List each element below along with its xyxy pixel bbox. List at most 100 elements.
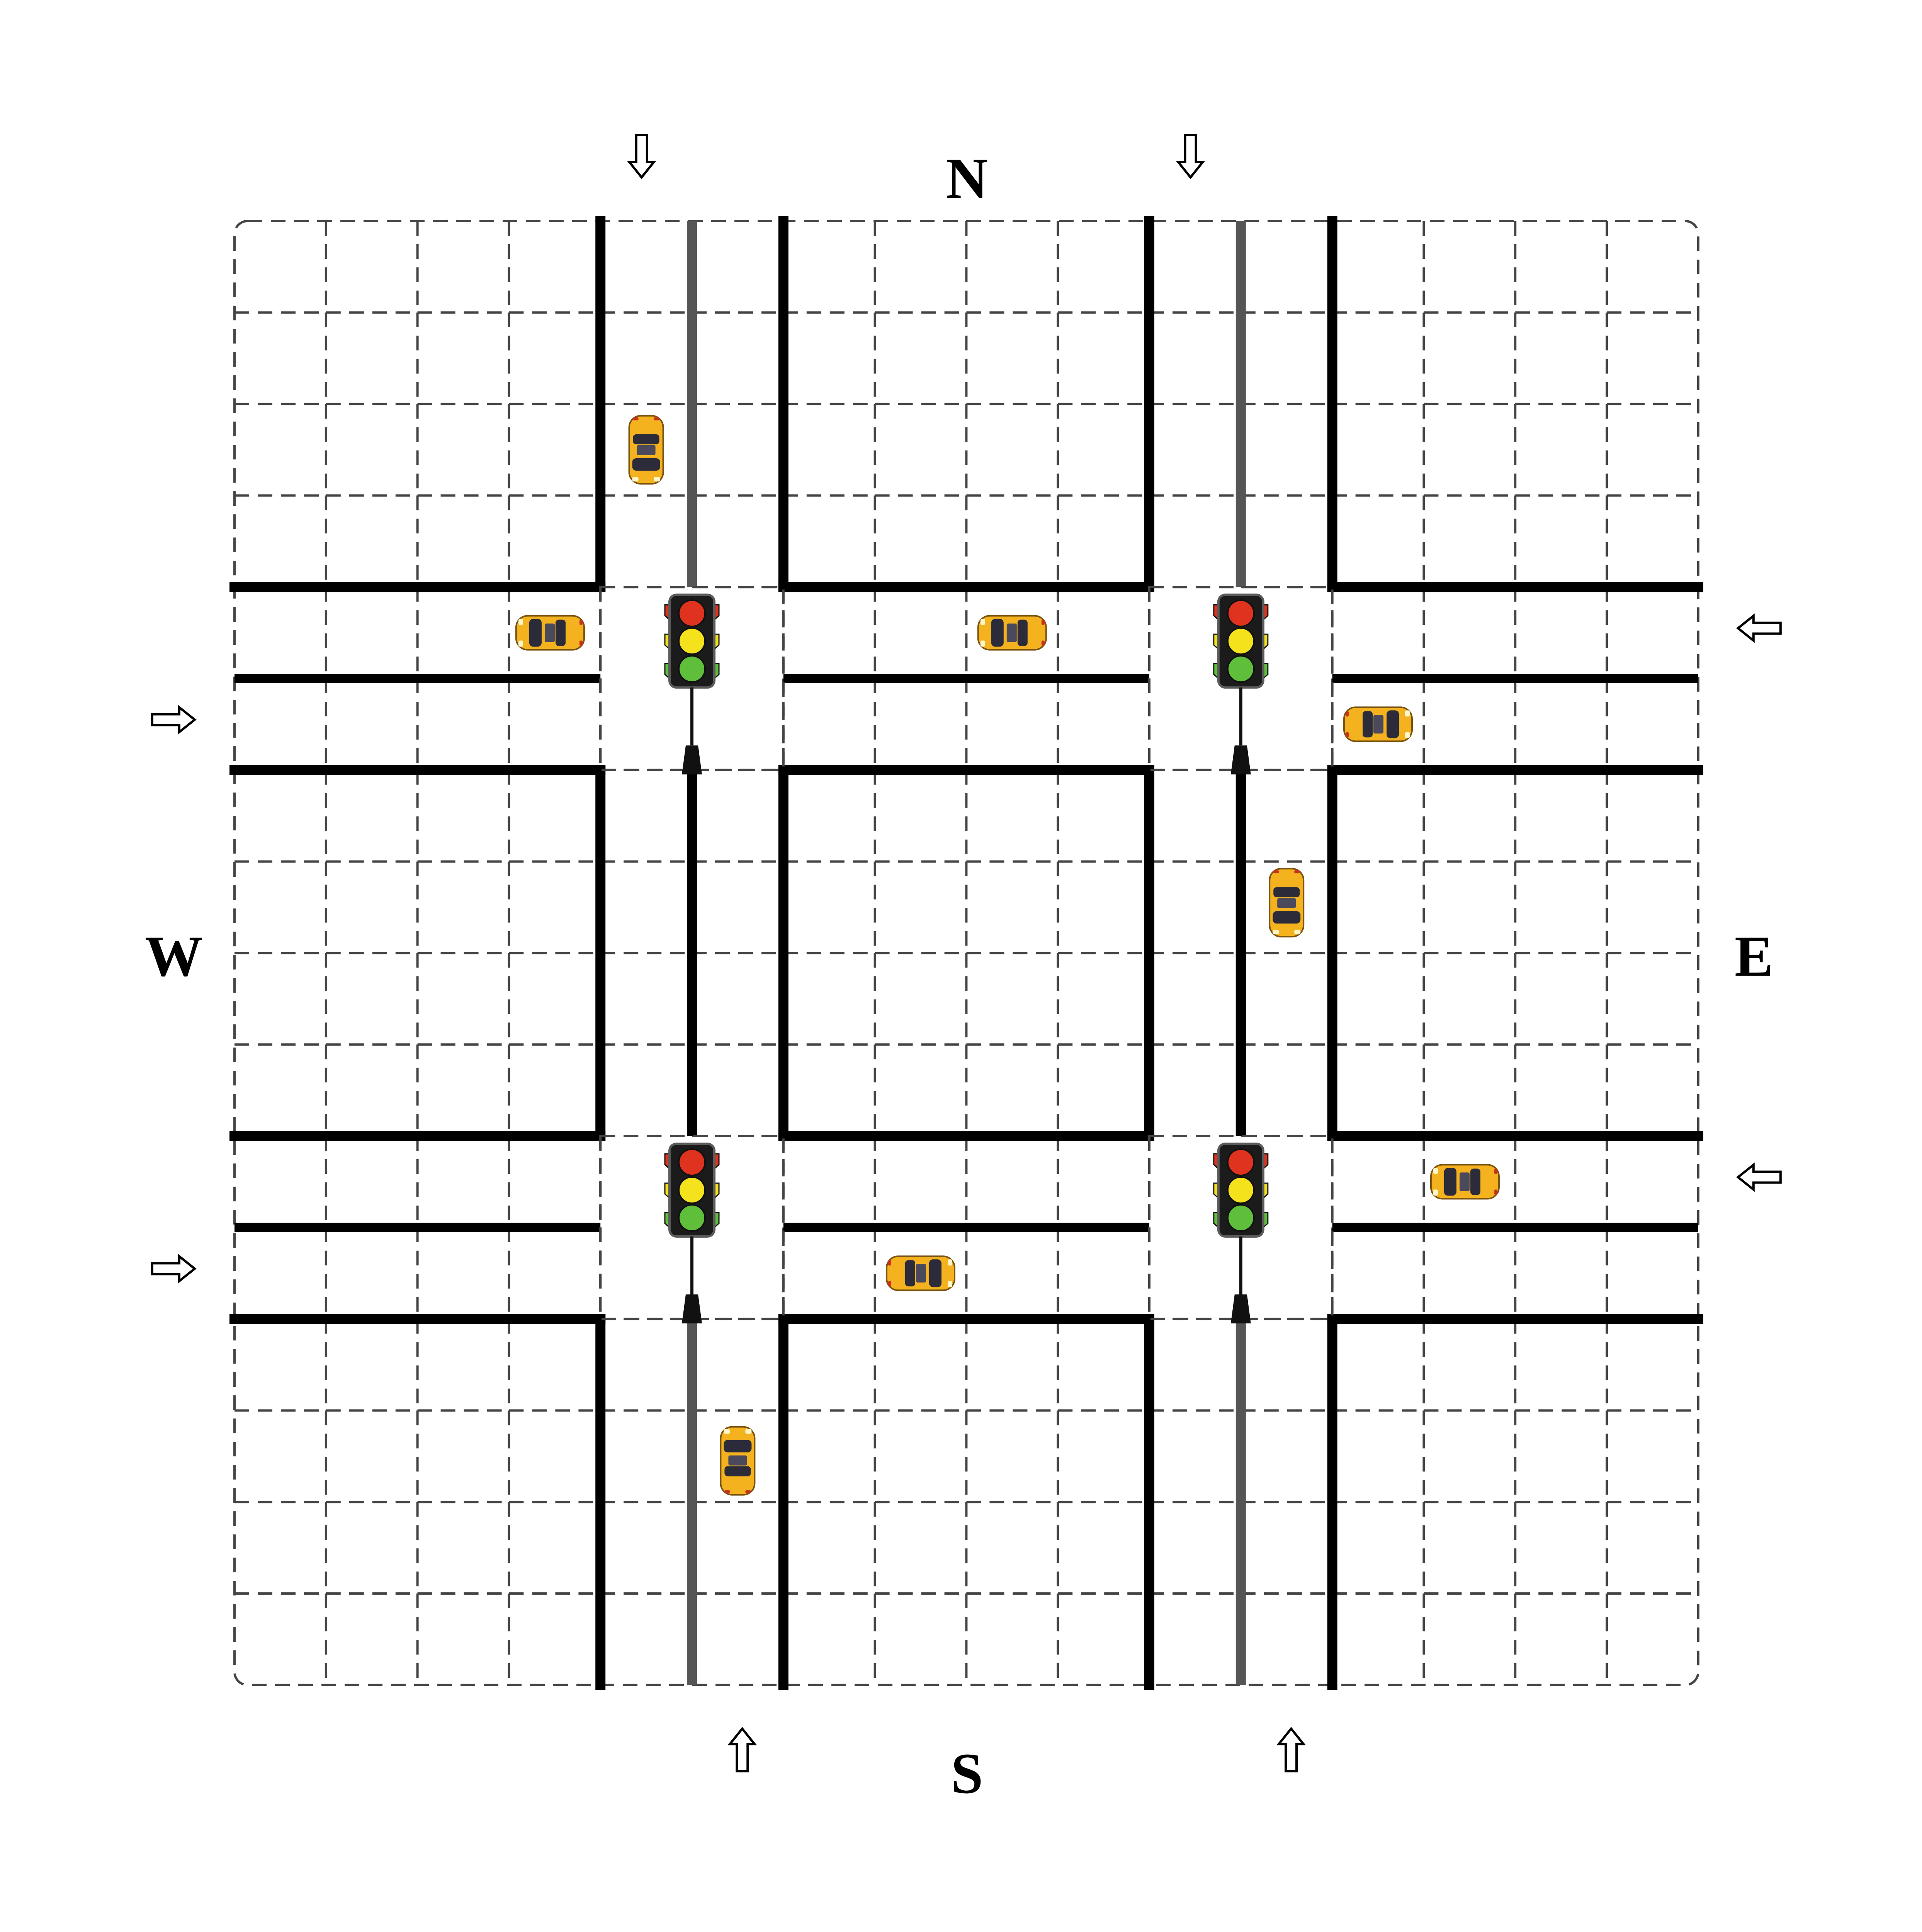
yellow-lamp-icon [678, 627, 706, 655]
car-headlight-icon [1405, 732, 1410, 738]
car-headlight-icon [724, 1429, 730, 1434]
entry-arrows [151, 134, 1782, 1772]
traffic-light-se [1213, 1143, 1269, 1323]
traffic-light-base-icon [682, 745, 702, 775]
arrow-icon [1736, 613, 1782, 643]
car-taillight-icon [1346, 711, 1349, 717]
car-taillight-icon [579, 640, 583, 646]
car-rear-window-icon [724, 1466, 751, 1476]
yellow-lamp-icon [678, 1176, 706, 1204]
traffic-light-ne [1213, 594, 1269, 775]
car-roof-icon [916, 1264, 926, 1283]
compass-east-label: E [1735, 924, 1773, 988]
car-taillight-icon [1494, 1168, 1497, 1174]
traffic-light-base-icon [1230, 745, 1251, 775]
car-taillight-icon [1273, 870, 1279, 874]
intersection-box [599, 1135, 785, 1320]
car-rear-window-icon [555, 619, 566, 646]
car-taillight-icon [888, 1260, 891, 1266]
car-headlight-icon [654, 477, 660, 481]
car-taillight-icon [1494, 1189, 1497, 1195]
car-roof-icon [1277, 898, 1296, 908]
arrow-icon [1176, 134, 1205, 179]
car-1 [628, 415, 664, 485]
cars [515, 415, 1500, 1496]
green-lamp-icon [678, 1204, 706, 1232]
green-lamp-icon [1227, 655, 1255, 683]
car-headlight-icon [948, 1259, 952, 1266]
green-lamp-icon [1227, 1204, 1255, 1232]
car-windshield-icon [1387, 710, 1399, 738]
car-roof-icon [1373, 715, 1383, 734]
car-taillight-icon [888, 1281, 891, 1287]
car-rear-window-icon [1273, 887, 1300, 898]
entry-arrow-west-north [151, 705, 197, 735]
car-taillight-icon [1041, 640, 1045, 646]
car-headlight-icon [1294, 930, 1301, 935]
car-rear-window-icon [1363, 711, 1373, 738]
entry-arrow-south-east [1276, 1726, 1306, 1772]
red-lamp-icon [1227, 1148, 1255, 1176]
compass-west-label: W [145, 924, 203, 988]
entry-arrow-east-south [1736, 1162, 1782, 1192]
car-rear-window-icon [633, 434, 659, 444]
arrow-icon [1736, 1162, 1782, 1192]
red-lamp-icon [678, 599, 706, 628]
car-taillight-icon [724, 1490, 730, 1493]
car-windshield-icon [1273, 911, 1301, 924]
car-windshield-icon [929, 1259, 941, 1287]
car-headlight-icon [518, 619, 523, 625]
car-headlight-icon [1405, 710, 1410, 717]
car-5 [1269, 868, 1305, 938]
intersection-box [599, 586, 785, 771]
yellow-lamp-icon [1227, 1176, 1255, 1204]
car-windshield-icon [991, 619, 1004, 647]
entry-arrow-north-west [627, 134, 657, 179]
car-6 [1430, 1164, 1500, 1200]
car-headlight-icon [518, 640, 523, 647]
entry-arrow-south-west [727, 1726, 757, 1772]
compass-north-label: N [946, 146, 988, 211]
compass-south-label: S [951, 1742, 983, 1806]
car-windshield-icon [1444, 1168, 1456, 1196]
car-headlight-icon [745, 1429, 752, 1434]
car-headlight-icon [1433, 1189, 1438, 1196]
car-headlight-icon [1273, 930, 1279, 935]
yellow-lamp-icon [1227, 627, 1255, 655]
car-taillight-icon [654, 417, 659, 420]
entry-arrow-east-north [1736, 613, 1782, 643]
car-taillight-icon [1346, 732, 1349, 738]
car-taillight-icon [1294, 870, 1300, 874]
intersection-box [1148, 1135, 1334, 1320]
arrow-icon [1276, 1726, 1306, 1772]
intersection-box [1148, 586, 1334, 771]
arrow-icon [627, 134, 657, 179]
car-taillight-icon [1041, 619, 1045, 625]
compass-labels: N S E W [145, 146, 1773, 1806]
car-8 [720, 1426, 756, 1496]
car-windshield-icon [724, 1440, 752, 1452]
car-roof-icon [544, 623, 555, 642]
car-windshield-icon [529, 619, 542, 647]
car-taillight-icon [745, 1490, 751, 1493]
traffic-light-base-icon [682, 1294, 702, 1323]
arrow-icon [151, 1254, 197, 1284]
red-lamp-icon [678, 1148, 706, 1176]
traffic-lights [664, 594, 1269, 1323]
arrow-icon [727, 1726, 757, 1772]
traffic-light-nw [664, 594, 720, 775]
entry-arrow-west-south [151, 1254, 197, 1284]
car-roof-icon [728, 1455, 747, 1466]
car-rear-window-icon [1017, 619, 1028, 646]
car-headlight-icon [980, 619, 985, 625]
car-4 [1343, 706, 1413, 742]
car-roof-icon [637, 445, 656, 455]
roads [229, 216, 1703, 1690]
car-taillight-icon [579, 619, 583, 625]
car-2 [515, 615, 585, 651]
car-rear-window-icon [1470, 1168, 1480, 1195]
car-roof-icon [1006, 623, 1017, 642]
car-rear-window-icon [905, 1260, 915, 1287]
